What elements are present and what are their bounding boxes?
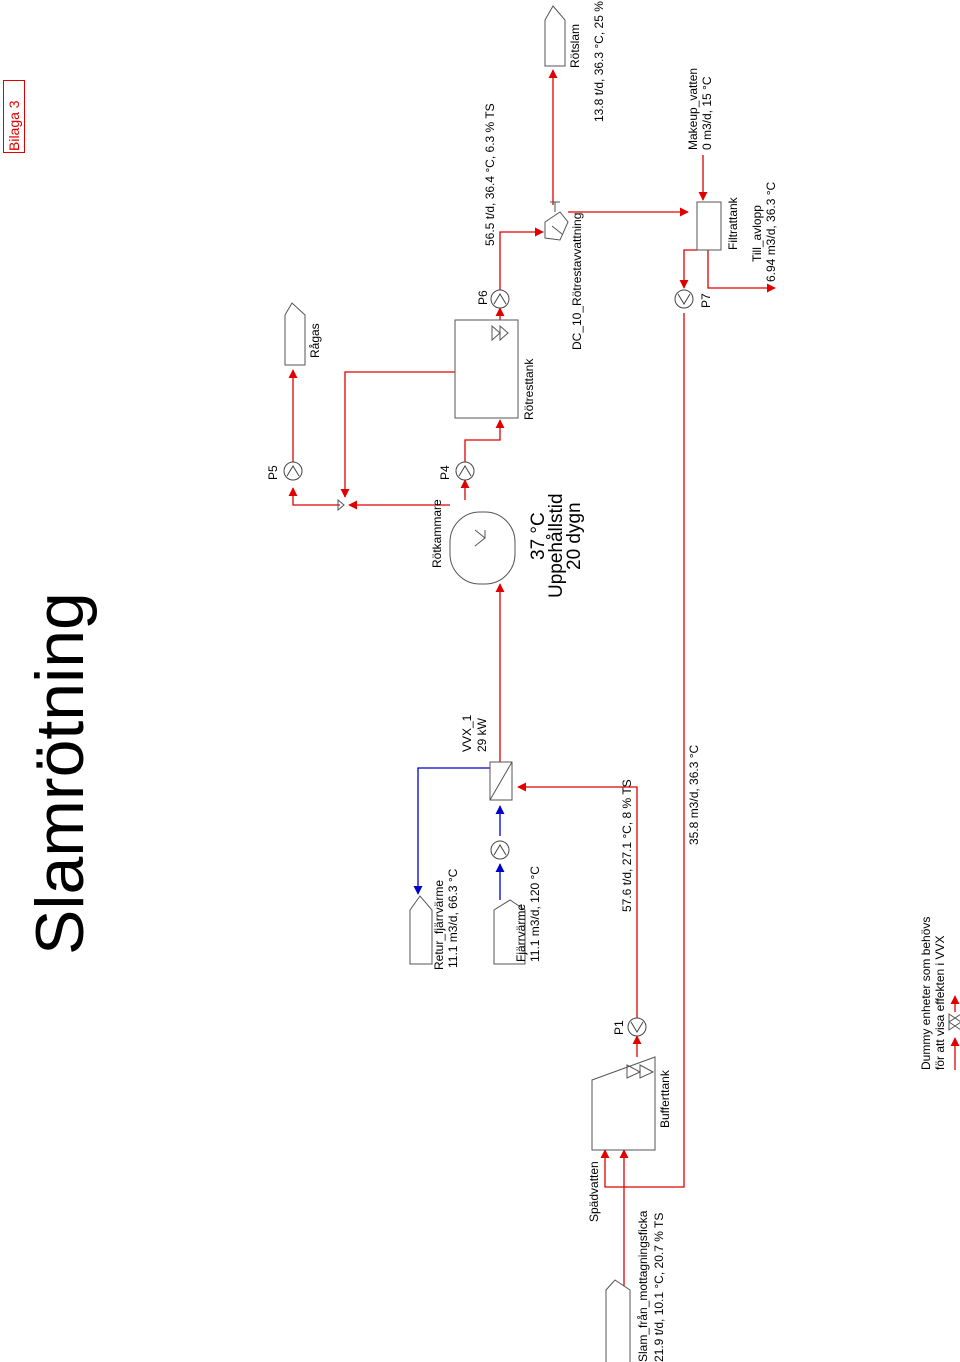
rotslam-feature (544, 5, 566, 67)
pump-p7-icon (674, 289, 694, 309)
page-title: Slamrötning (22, 592, 98, 955)
pump-p1-symbol (630, 1021, 644, 1033)
recycle-stream-data: 35.8 m3/d, 36.3 °C (687, 744, 701, 845)
rotkammare-shape (449, 511, 516, 585)
retur-feature (409, 895, 433, 965)
pump-p6-icon (490, 289, 510, 309)
retur-label: Retur_fjärrvärme (432, 879, 446, 970)
vvx-power: 29 kW (475, 717, 489, 752)
stream-till-avlopp (707, 250, 776, 293)
bufferttank-label: Bufferttank (658, 1070, 672, 1128)
pump-fjarrvarme-symbol (493, 844, 507, 856)
pump-p5-symbol (286, 465, 300, 477)
rotslam-data: 13.8 t/d, 36.3 °C, 25 % TS (592, 0, 606, 122)
vvx-diagonal (489, 761, 513, 801)
rotslam-label: Rötslam (568, 23, 582, 68)
makeup-label: Makeup_vatten (686, 67, 700, 150)
bufferttank-shape (591, 1056, 656, 1151)
dummy-note-line2: för att visa effekten i VVX (933, 935, 947, 1070)
stream-rotresttank-gas (340, 371, 455, 498)
stream-recycle (600, 313, 685, 1188)
slam-in-data: 21.9 t/d, 10.1 °C, 20.7 % TS (652, 1212, 666, 1362)
rotresttank-shape (454, 319, 519, 419)
dewatering-label: DC_10_Rötrestavvattning (570, 212, 584, 350)
spadvatten-label: Spädvatten (587, 1161, 601, 1222)
stream-mixer-p5 (288, 487, 340, 506)
pump-p4-symbol (458, 465, 472, 477)
pump-p1-label: P1 (612, 1020, 626, 1035)
stream-p6-dewatering (499, 227, 544, 290)
stream-p4-rotresttank (464, 419, 505, 462)
filtrattank-label: Filtrattank (726, 197, 740, 250)
appendix-badge: Bilaga 3 (3, 80, 25, 153)
residence-time-value: 20 dygn (564, 502, 585, 570)
pump-p6-symbol (493, 293, 507, 305)
dummy-note-line1: Dummy enheter som behövs (919, 916, 933, 1070)
p6-stream-data: 56.5 t/d, 36.4 °C, 6.3 % TS (483, 103, 497, 246)
filtrattank-shape (696, 201, 722, 251)
fjarrvarme-data: 11.1 m3/d, 120 °C (528, 866, 542, 962)
pump-fjarrvarme-icon (490, 840, 510, 860)
p1-stream-data: 57.6 t/d, 27.1 °C, 8 % TS (620, 779, 634, 912)
till-avlopp-data: 6.94 m3/d, 36.3 °C (764, 181, 778, 282)
rotkammare-label: Rötkammare (430, 499, 444, 568)
pump-p5-label: P5 (266, 465, 280, 480)
dewatering-detail (550, 201, 563, 235)
makeup-data: 0 m3/d, 15 °C (700, 76, 714, 151)
dummy-legend-symbols (948, 995, 960, 1070)
fjarrvarme-label: Fjärrvärme (514, 903, 528, 962)
pump-p1-icon (627, 1017, 647, 1037)
stream-p1-vvx (517, 782, 638, 1018)
pump-p5-icon (283, 461, 303, 481)
stream-filtrattank-p7 (679, 249, 697, 289)
rotkammare-mixer-icon (474, 529, 486, 547)
fjarrvarme-feature (493, 899, 526, 965)
buffert-mixer-icon (626, 1064, 655, 1079)
ragas-label: Rågas (308, 323, 322, 358)
slam-in-feature (605, 1279, 631, 1362)
pump-p4-label: P4 (438, 465, 452, 480)
appendix-badge-label: Bilaga 3 (6, 100, 22, 151)
rotrest-mixer-icon (491, 324, 509, 342)
retur-data: 11.1 m3/d, 66.3 °C (446, 868, 460, 968)
vvx-label: VVX_1 (460, 714, 474, 752)
pump-p7-symbol (677, 293, 691, 305)
till-avlopp-label: Till_avlopp (750, 205, 764, 262)
pump-p6-label: P6 (476, 290, 490, 305)
stream-retur (413, 767, 490, 895)
pump-p7-label: P7 (699, 293, 713, 308)
rotresttank-label: Rötresttank (522, 358, 536, 420)
slam-in-label: Slam_från_mottagningsficka (636, 1210, 650, 1362)
pump-p4-icon (455, 461, 475, 481)
dewatering-shape (544, 211, 569, 241)
ragas-feature (284, 302, 306, 366)
gas-mixer-icon (337, 498, 345, 512)
